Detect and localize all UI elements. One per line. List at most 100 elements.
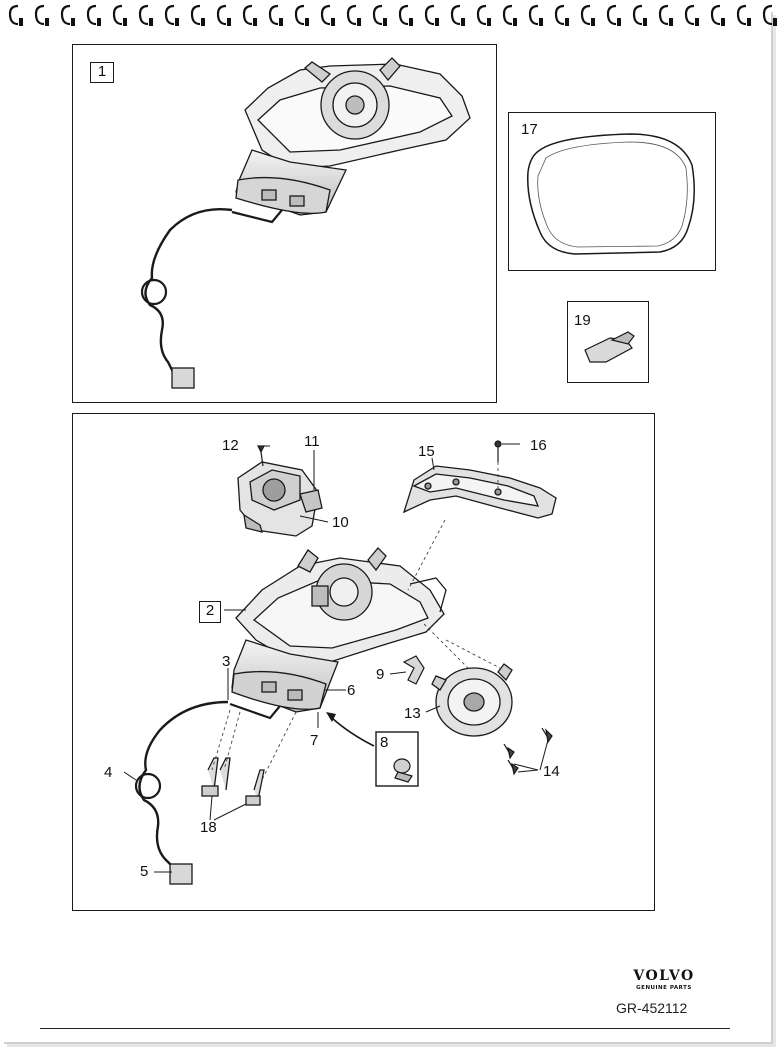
binding-ring <box>190 4 201 26</box>
mirror-base-drawing <box>231 639 339 713</box>
binding-hole <box>721 18 725 26</box>
callout-6: 6 <box>347 682 356 699</box>
binding-ring <box>294 4 305 26</box>
binding-hole <box>383 18 387 26</box>
callout-3: 3 <box>222 653 231 670</box>
ref-label-8: 8 <box>380 734 389 751</box>
screws-18-drawing <box>201 757 265 806</box>
callout-5: 5 <box>140 863 149 880</box>
callout-leader-lines <box>123 443 549 873</box>
footer-rule <box>40 1028 730 1029</box>
ref-label-2: 2 <box>199 601 221 623</box>
screw-8-arrowhead <box>326 712 336 722</box>
binding-hole <box>409 18 413 26</box>
callout-18: 18 <box>200 819 217 836</box>
binding-hole <box>565 18 569 26</box>
alignment-guides <box>211 462 501 781</box>
frame-trim-drawing <box>402 465 557 519</box>
complete-mirror-assembly-drawing <box>140 57 471 389</box>
volvo-logo-text: VOLVO <box>633 968 695 984</box>
binding-ring <box>580 4 591 26</box>
binding-ring <box>346 4 357 26</box>
binding-ring <box>112 4 123 26</box>
callout-10: 10 <box>332 514 349 531</box>
binding-hole <box>487 18 491 26</box>
binding-ring <box>34 4 45 26</box>
binding-ring <box>528 4 539 26</box>
callout-7: 7 <box>310 732 319 749</box>
binding-hole <box>175 18 179 26</box>
binding-hole <box>773 18 777 26</box>
mirror-glass-drawing <box>527 133 695 255</box>
callout-9: 9 <box>376 666 385 683</box>
binding-hole <box>435 18 439 26</box>
callout-11: 11 <box>304 433 320 450</box>
small-bracket-9-drawing <box>402 655 425 685</box>
binding-hole <box>617 18 621 26</box>
binding-ring <box>138 4 149 26</box>
binding-hole <box>539 18 543 26</box>
binding-hole <box>591 18 595 26</box>
binding-ring <box>684 4 695 26</box>
screws-14-drawing <box>503 727 553 776</box>
binding-hole <box>331 18 335 26</box>
binding-hole <box>201 18 205 26</box>
binding-hole <box>747 18 751 26</box>
binding-hole <box>513 18 517 26</box>
binding-ring <box>606 4 617 26</box>
binding-ring <box>398 4 409 26</box>
diagram-id: GR-452112 <box>616 1000 688 1016</box>
binding-hole <box>45 18 49 26</box>
adjustment-motor-bracket-drawing <box>237 461 323 537</box>
clip-drawing <box>584 331 635 363</box>
binding-ring <box>450 4 461 26</box>
binding-ring <box>86 4 97 26</box>
binding-ring <box>554 4 565 26</box>
binding-ring <box>632 4 643 26</box>
binding-hole <box>461 18 465 26</box>
screw-16-drawing <box>494 440 502 462</box>
binding-hole <box>695 18 699 26</box>
binding-ring <box>8 4 19 26</box>
binding-ring <box>372 4 383 26</box>
wiring-harness-drawing <box>134 700 281 885</box>
binding-ring <box>164 4 175 26</box>
mirror-glass-inner-edge <box>537 141 688 248</box>
ref-label-17: 17 <box>521 121 538 138</box>
adjuster-disc-13-drawing <box>431 663 513 737</box>
callout-16: 16 <box>530 437 547 454</box>
binding-hole <box>227 18 231 26</box>
binding-ring <box>476 4 487 26</box>
panel-exploded-view <box>72 413 655 911</box>
binding-ring <box>710 4 721 26</box>
binding-hole <box>669 18 673 26</box>
binding-ring <box>60 4 71 26</box>
binding-ring <box>268 4 279 26</box>
callout-12: 12 <box>222 437 239 454</box>
binding-hole <box>357 18 361 26</box>
screw-8-drawing <box>393 758 413 783</box>
ref-label-19: 19 <box>574 312 591 329</box>
binding-hole <box>19 18 23 26</box>
callout-14: 14 <box>543 763 560 780</box>
binding-hole <box>71 18 75 26</box>
callout-15: 15 <box>418 443 435 460</box>
binding-ring <box>424 4 435 26</box>
binding-ring <box>658 4 669 26</box>
binding-ring <box>762 4 773 26</box>
screw-8-arrow <box>331 717 375 747</box>
binding-ring <box>242 4 253 26</box>
binding-ring <box>216 4 227 26</box>
mirror-housing-drawing <box>235 547 447 663</box>
binding-ring <box>502 4 513 26</box>
binding-hole <box>97 18 101 26</box>
ref-label-1: 1 <box>90 62 114 83</box>
binding-hole <box>305 18 309 26</box>
callout-13: 13 <box>404 705 421 722</box>
sheet-edge <box>4 12 773 1044</box>
spiral-binding <box>8 4 777 26</box>
binding-ring <box>736 4 747 26</box>
binding-hole <box>643 18 647 26</box>
binding-hole <box>253 18 257 26</box>
